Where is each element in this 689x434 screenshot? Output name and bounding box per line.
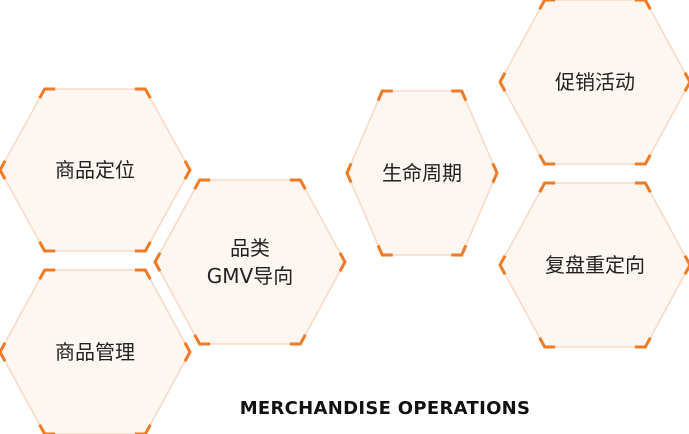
hexagon-corner-accent (634, 337, 652, 349)
hexagon-lifecycle: 生命周期 (345, 89, 499, 257)
hexagon-product-management: 商品管理 (0, 268, 192, 434)
hexagon-corner-accent (683, 255, 689, 275)
hexagon-corner-accent (38, 268, 56, 280)
hexagon-corner-accent (538, 154, 556, 166)
hexagon-corner-accent (289, 334, 307, 346)
hexagon-review-repositioning: 复盘重定向 (498, 181, 689, 349)
hexagon-corner-accent (134, 241, 152, 253)
hexagon-corner-accent (498, 255, 507, 275)
hexagon-corner-accent (193, 334, 211, 346)
hexagon-label: GMV导向 (207, 264, 293, 288)
hexagon-label: 生命周期 (382, 161, 462, 185)
hexagon-corner-accent (376, 89, 393, 102)
hexagon-corner-accent (38, 87, 56, 99)
diagram-caption: MERCHANDISE OPERATIONS (239, 398, 531, 419)
hexagon-corner-accent (134, 424, 152, 434)
hexagon-corner-accent (0, 160, 7, 180)
hexagon-label: 商品定位 (55, 158, 135, 182)
hexagon-corner-accent (683, 72, 689, 92)
hexagon-corner-accent (338, 252, 347, 272)
hexagon-label: 品类 (230, 236, 270, 260)
hexagon-corner-accent (498, 72, 507, 92)
hexagon-shape (154, 179, 346, 345)
hexagon-corner-accent (634, 181, 652, 193)
hexagon-corner-accent (38, 424, 56, 434)
hexagon-corner-accent (134, 87, 152, 99)
hexagon-corner-accent (491, 162, 499, 184)
hexagon-label: 复盘重定向 (545, 253, 645, 277)
hexagon-label: 商品管理 (55, 340, 135, 364)
hexagon-corner-accent (451, 89, 468, 102)
hexagon-corner-accent (0, 342, 7, 362)
hexagon-corner-accent (289, 178, 307, 190)
hexagon-corner-accent (193, 178, 211, 190)
hexagon-corner-accent (451, 244, 468, 257)
hexagon-corner-accent (634, 154, 652, 166)
hexagon-corner-accent (345, 162, 353, 184)
hexagon-corner-accent (183, 342, 192, 362)
hexagon-corner-accent (634, 0, 652, 10)
hexagon-promotion: 促销活动 (498, 0, 689, 166)
hexagon-corner-accent (134, 268, 152, 280)
hexagon-corner-accent (153, 252, 162, 272)
hexagon-corner-accent (538, 0, 556, 10)
hexagon-category-gmv: 品类 GMV导向 (153, 178, 347, 346)
hexagon-corner-accent (38, 241, 56, 253)
hexagon-product-positioning: 商品定位 (0, 87, 192, 253)
hexagon-label: 促销活动 (555, 70, 635, 94)
hexagon-corner-accent (183, 160, 192, 180)
hexagon-corner-accent (538, 337, 556, 349)
hexagon-corner-accent (376, 244, 393, 257)
hexagon-corner-accent (538, 181, 556, 193)
